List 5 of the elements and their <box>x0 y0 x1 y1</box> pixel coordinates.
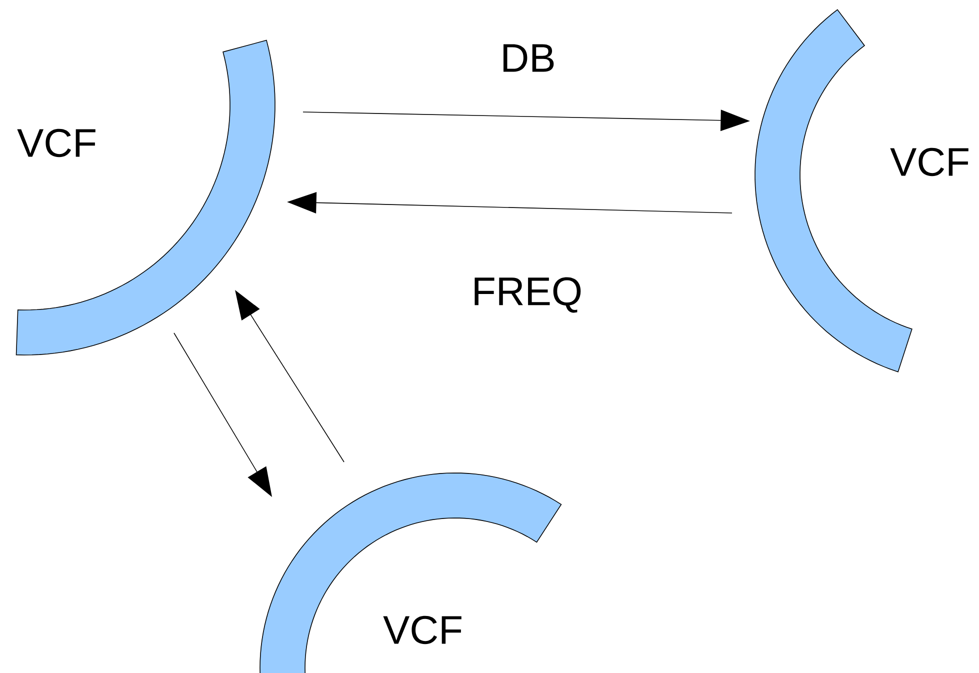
edge-label: DB <box>498 42 558 74</box>
node-label: VCF <box>383 616 462 644</box>
node-label: VCF <box>890 148 968 176</box>
node-label: VCF <box>17 128 96 158</box>
edge-label: FREQ <box>470 276 584 314</box>
